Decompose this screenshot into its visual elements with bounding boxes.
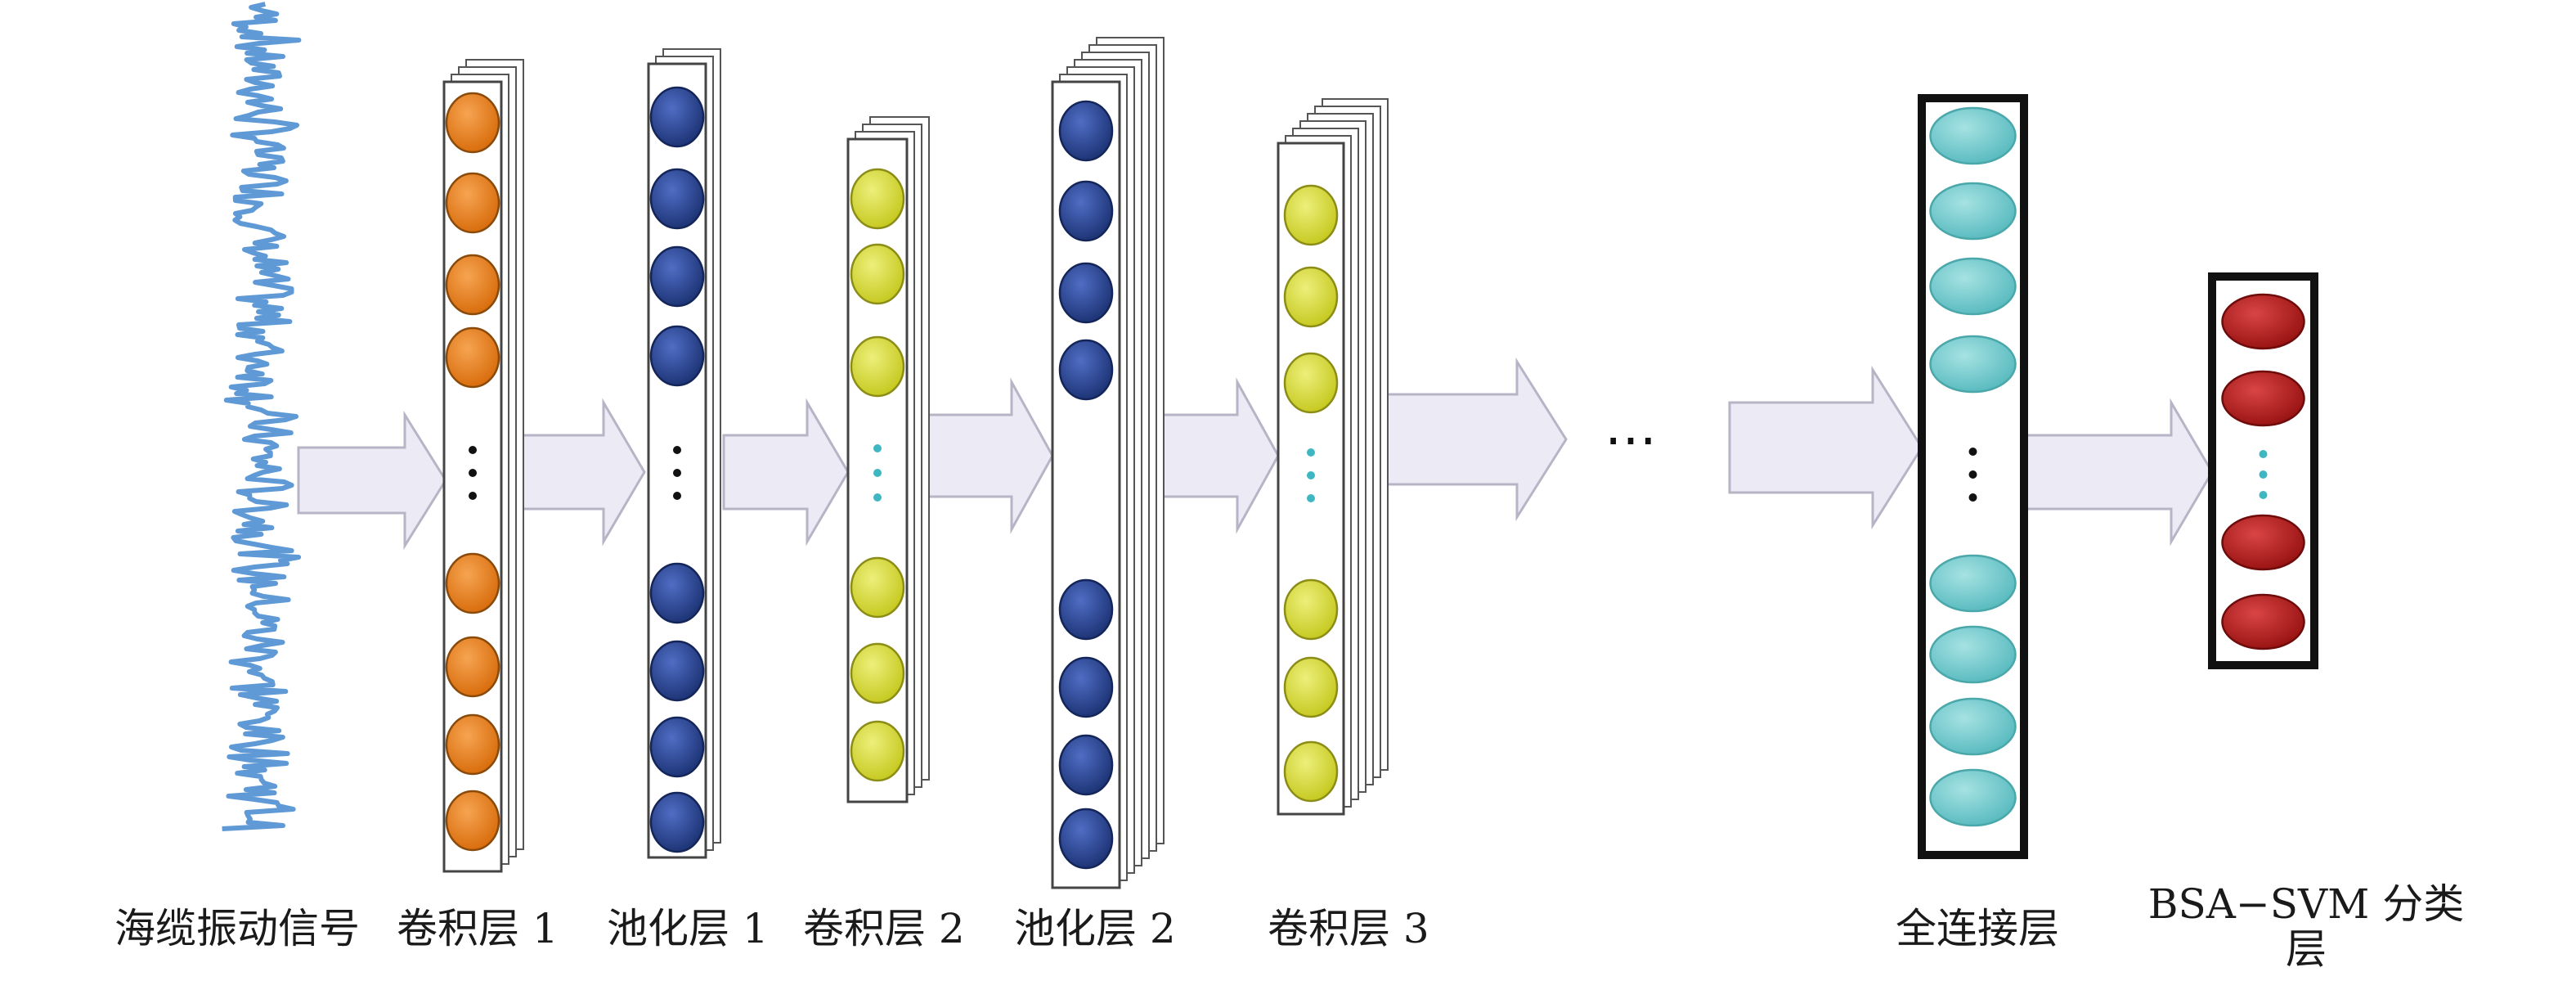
conv3-stack-neuron-5: [1283, 656, 1339, 718]
conv3-stack-neuron-4: [1283, 578, 1339, 641]
conv2-stack: [846, 116, 930, 803]
pool1-stack-ellipsis-dot-2: [673, 469, 681, 477]
pool2-stack-neuron-3: [1058, 262, 1114, 324]
conv1-stack-neuron-3: [445, 254, 500, 316]
fully-connected-stack-neuron-5: [1929, 554, 2017, 613]
conv2-stack-ellipsis-dot-3: [873, 493, 882, 502]
conv1-stack-neuron-6: [445, 636, 500, 698]
arrow-conv2-to-pool2: [927, 377, 1054, 534]
conv3-stack-neuron-1: [1283, 184, 1339, 246]
caption-conv1: 卷积层 1: [397, 905, 559, 952]
pool1-stack-neuron-7: [649, 716, 705, 778]
arrow-pool2-to-conv3: [1154, 377, 1280, 534]
pool1-stack-neuron-3: [649, 245, 705, 308]
fully-connected-stack: [1918, 94, 2028, 859]
fully-connected-stack-neuron-8: [1929, 768, 2017, 827]
pool2-stack-neuron-1: [1058, 100, 1114, 162]
conv2-stack-ellipsis-dot-2: [873, 469, 882, 477]
conv3-stack-ellipsis-dot-3: [1307, 494, 1315, 502]
output-classifier-stack-neuron-4: [2221, 593, 2305, 650]
pool1-stack-ellipsis-dot-1: [673, 446, 681, 454]
arrow-to-fully-connected: [1728, 365, 1923, 530]
pool2-stack-neuron-6: [1058, 656, 1114, 718]
caption-conv2: 卷积层 2: [803, 905, 965, 952]
fully-connected-stack-neuron-4: [1929, 335, 2017, 394]
conv2-stack-neuron-2: [850, 243, 905, 305]
arrow-pool1-to-conv2: [722, 398, 850, 547]
layer-stacks: [442, 37, 2318, 889]
signal-trace: [222, 2, 302, 831]
fully-connected-stack-neuron-3: [1929, 257, 2017, 316]
conv1-stack-neuron-8: [445, 790, 500, 852]
caption-signal: 海缆振动信号: [114, 905, 360, 952]
fully-connected-stack-ellipsis-dot-1: [1968, 448, 1977, 456]
pool1-stack-neuron-5: [649, 562, 705, 624]
fully-connected-stack-ellipsis-dot-3: [1968, 493, 1977, 502]
fully-connected-stack-ellipsis-dot-2: [1968, 470, 1977, 479]
conv2-stack-neuron-6: [850, 720, 905, 782]
pool1-stack-neuron-8: [649, 791, 705, 853]
pool2-stack-neuron-4: [1058, 339, 1114, 401]
conv2-stack-neuron-1: [850, 168, 905, 230]
output-classifier-stack-ellipsis-dot-1: [2259, 450, 2268, 458]
pool1-stack-neuron-4: [649, 325, 705, 387]
conv3-stack-ellipsis-dot-2: [1307, 471, 1315, 479]
output-classifier-stack-neuron-1: [2221, 293, 2305, 350]
pool2-stack: [1051, 37, 1165, 889]
fully-connected-stack-neuron-6: [1929, 625, 2017, 684]
conv1-stack-neuron-7: [445, 713, 500, 776]
arrow-conv3-onward: [1380, 357, 1568, 522]
conv1-stack: [442, 59, 524, 873]
pool1-stack: [647, 48, 721, 859]
vibration-signal-waveform: [222, 2, 302, 831]
caption-pool1: 池化层 1: [607, 905, 769, 952]
conv1-stack-neuron-5: [445, 552, 500, 614]
conv1-stack-neuron-4: [445, 326, 500, 389]
flow-arrows: [297, 357, 2214, 551]
conv2-stack-ellipsis-dot-1: [873, 444, 882, 452]
fully-connected-stack-neuron-7: [1929, 697, 2017, 756]
conv1-stack-ellipsis-dot-1: [469, 446, 477, 454]
pool1-stack-ellipsis-dot-3: [673, 492, 681, 500]
caption-output: BSA−SVM 分类层: [2147, 880, 2465, 973]
conv3-stack-ellipsis-dot-1: [1307, 448, 1315, 457]
caption-fc: 全连接层: [1896, 905, 2059, 952]
conv1-stack-neuron-1: [445, 92, 500, 154]
pool1-stack-neuron-6: [649, 640, 705, 702]
fully-connected-stack-neuron-1: [1929, 106, 2017, 165]
conv1-stack-ellipsis-dot-2: [469, 469, 477, 477]
conv2-stack-neuron-3: [850, 335, 905, 398]
output-classifier-stack-ellipsis-dot-2: [2259, 470, 2268, 479]
output-classifier-stack-ellipsis-dot-3: [2259, 491, 2268, 499]
conv2-stack-neuron-5: [850, 642, 905, 704]
caption-conv3: 卷积层 3: [1268, 905, 1429, 952]
pool2-stack-neuron-8: [1058, 808, 1114, 870]
arrow-signal-to-conv1: [297, 410, 447, 551]
conv1-stack-neuron-2: [445, 172, 500, 234]
pool2-stack-neuron-2: [1058, 180, 1114, 242]
conv3-stack: [1277, 98, 1389, 816]
conv3-stack-neuron-2: [1283, 266, 1339, 328]
conv1-stack-ellipsis-dot-3: [469, 492, 477, 500]
pool1-stack-neuron-2: [649, 168, 705, 230]
output-classifier-stack-neuron-2: [2221, 370, 2305, 427]
arrow-fc-to-output: [2025, 398, 2214, 547]
output-classifier-stack: [2208, 272, 2318, 669]
omitted-layers-ellipsis: …: [1604, 397, 1662, 457]
caption-pool2: 池化层 2: [1014, 905, 1176, 952]
output-classifier-stack-neuron-3: [2221, 514, 2305, 571]
pool2-stack-neuron-5: [1058, 578, 1114, 641]
conv3-stack-neuron-3: [1283, 352, 1339, 414]
conv3-stack-neuron-6: [1283, 740, 1339, 803]
conv2-stack-neuron-4: [850, 556, 905, 619]
pool2-stack-neuron-7: [1058, 734, 1114, 796]
fully-connected-stack-neuron-2: [1929, 182, 2017, 241]
pool1-stack-neuron-1: [649, 86, 705, 148]
